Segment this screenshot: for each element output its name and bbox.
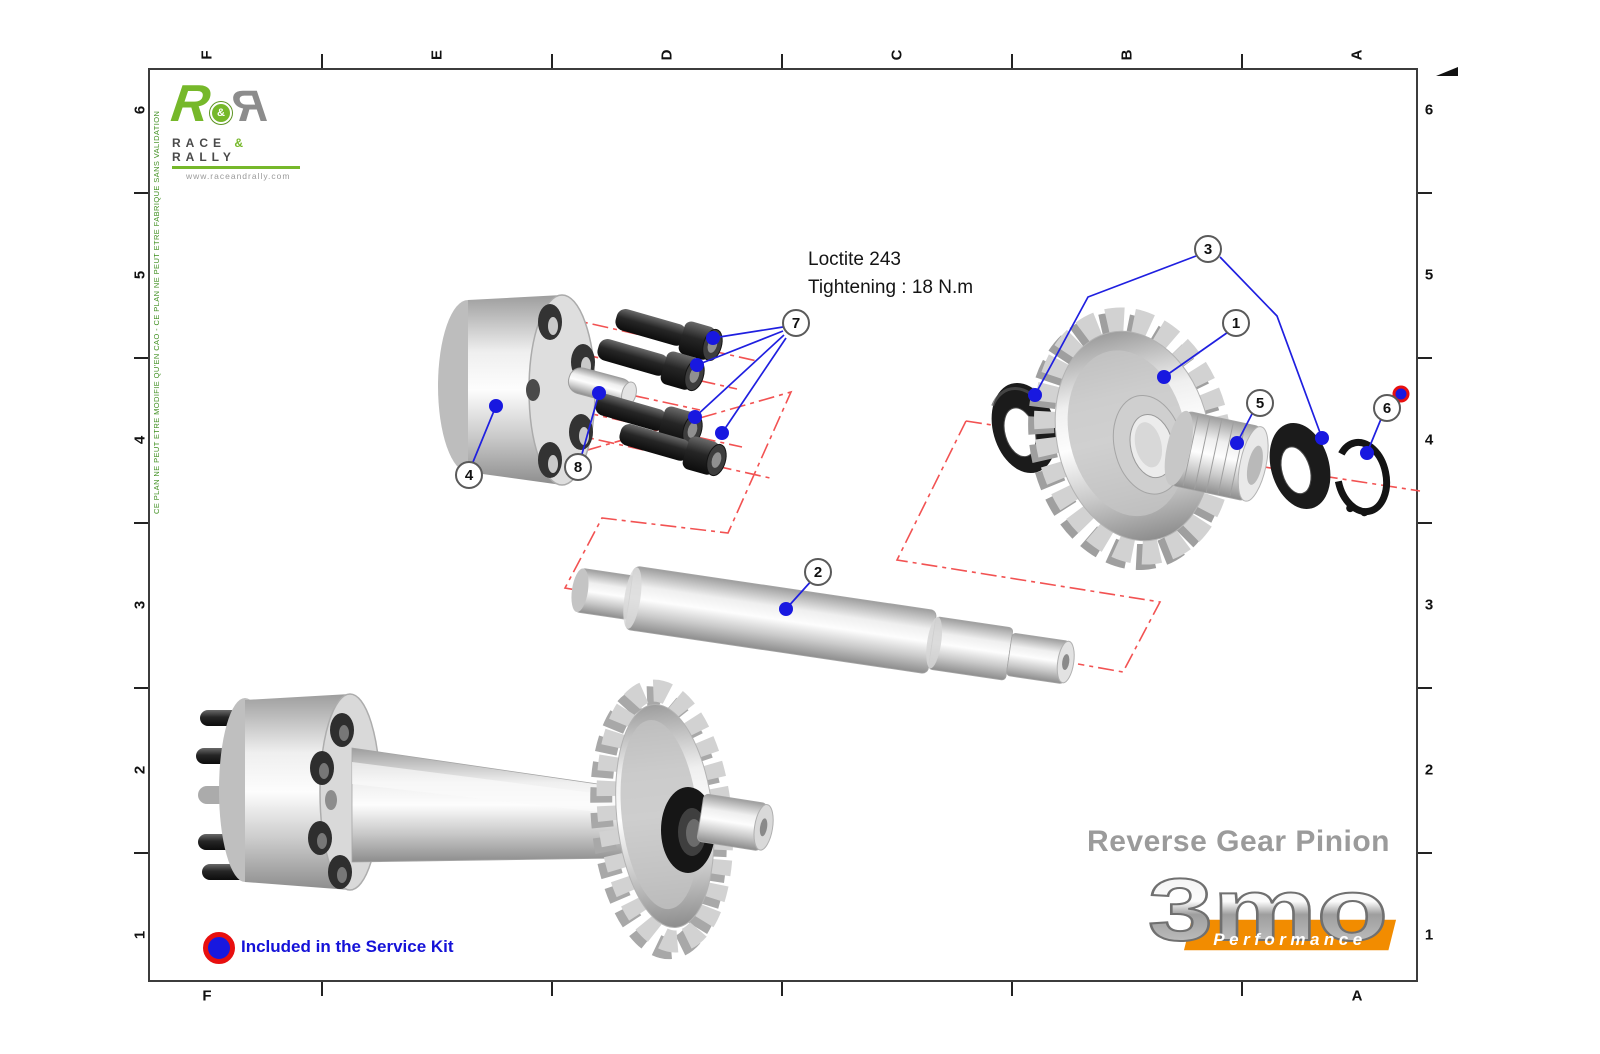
frame-tick [1418,852,1432,854]
frame-tick [1418,522,1432,524]
callout-8: 8 [564,453,592,481]
grid-label-bottom: A [1351,987,1363,1005]
grid-label-right: 4 [1424,431,1434,449]
frame-tick [1011,54,1013,68]
race-and-rally-mark: R R & [168,75,322,133]
brand-logo-text: 3mo [1148,860,1388,959]
frame-tick [134,522,148,524]
grid-label-right: 3 [1424,596,1434,614]
frame-tick [1241,54,1243,68]
grid-label-right: 2 [1424,761,1434,779]
brand-orange-banner [1182,918,1398,952]
callout-1: 1 [1222,309,1250,337]
leader-lines [472,255,1382,610]
torque-annotation: Loctite 243 Tightening : 18 N.m [808,246,973,302]
frame-tick [551,54,553,68]
frame-tick [134,192,148,194]
grid-label-right: 1 [1424,926,1434,944]
frame-tick [781,54,783,68]
frame-tick [134,357,148,359]
frame-tick [134,852,148,854]
service-kit-legend-icon [203,932,235,964]
callout-7: 7 [782,309,810,337]
part-retainer-hub [438,294,596,486]
logo-word-rally: RALLY [172,150,236,164]
logo-wordmark: RACE & RALLY [172,136,300,169]
annotation-line1: Loctite 243 [808,249,901,270]
grid-label-right: 5 [1424,266,1434,284]
assembled-view [196,679,774,960]
frame-tick [1241,982,1243,996]
part-circlip [1333,438,1391,517]
logo-word-race: RACE [172,136,227,150]
logo-website: www.raceandrally.com [186,171,291,181]
annotation-line2: Tightening : 18 N.m [808,277,974,298]
frame-tick [551,982,553,996]
brand-sub-text: Performance [1213,930,1366,949]
frame-tick [134,687,148,689]
logo-ampersand-badge: & [210,102,232,124]
drawing-title: Reverse Gear Pinion [1087,825,1390,858]
frame-tick [1418,192,1432,194]
frame-tick [321,54,323,68]
frame-tick [1418,687,1432,689]
callout-2: 2 [804,558,832,586]
service-kit-legend-label: Included in the Service Kit [241,937,454,956]
part-washer-right [1269,422,1331,510]
callout-6: 6 [1373,394,1401,422]
callout-3: 3 [1194,235,1222,263]
corner-mark [1436,67,1458,76]
frame-tick [1011,982,1013,996]
logo-word-amp: & [234,136,249,150]
part-bushing [1164,410,1269,502]
race-and-rally-logo: R R & RACE & RALLY www.raceandrally.com [168,75,322,181]
frame-tick [781,982,783,996]
callout-5: 5 [1246,389,1274,417]
drawing-frame [148,68,1418,982]
frame-tick [321,982,323,996]
leader-dots [489,331,1374,616]
grid-label-right: 6 [1424,101,1434,119]
grid-label-bottom: F [202,987,212,1005]
callout-4: 4 [455,461,483,489]
part-shaft [571,566,1075,684]
brand-logo-3mo: 3mo Performance [1147,859,1398,960]
frame-tick [1418,357,1432,359]
